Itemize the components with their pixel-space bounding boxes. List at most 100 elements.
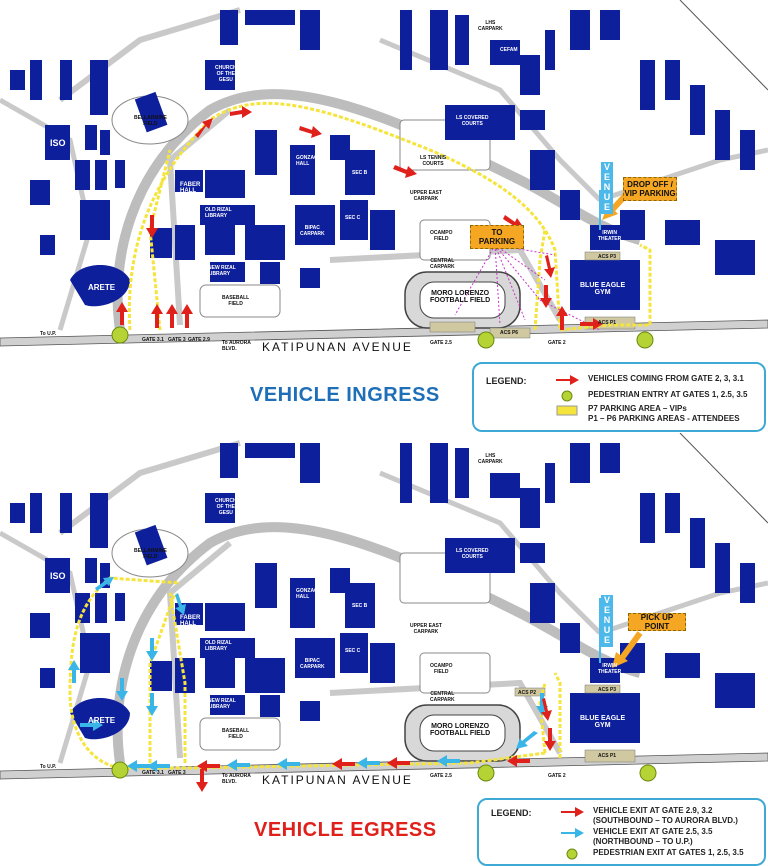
red-arrow-icon bbox=[580, 318, 603, 330]
central-carpark-label: CENTRAL CARPARK bbox=[430, 258, 455, 270]
blue-arrow-icon bbox=[68, 660, 80, 683]
gonzaga-label: GONZAGA HALL bbox=[296, 155, 322, 167]
upper-east-label: UPPER EAST CARPARK bbox=[410, 623, 442, 635]
legend-heading: LEGEND: bbox=[486, 376, 527, 386]
lhs-carpark-label: LHS CARPARK bbox=[478, 20, 503, 32]
parking-pointers bbox=[454, 244, 601, 331]
campus-base-map bbox=[0, 433, 768, 866]
faber-hall-label: FABER HALL bbox=[180, 182, 201, 194]
dropoff-callout: DROP OFF / VIP PARKING bbox=[623, 177, 677, 201]
legend-item-text: VEHICLE EXIT AT GATE 2.9, 3.2 (SOUTHBOUN… bbox=[593, 806, 738, 825]
cefam-label: CEFAM bbox=[500, 47, 518, 53]
gate-label: GATE 3.1 bbox=[142, 770, 164, 776]
old-rizal-label: OLD RIZAL LIBRARY bbox=[205, 207, 232, 219]
church-label: CHURCH OF THE GESU bbox=[215, 498, 237, 516]
campus-buildings bbox=[10, 443, 755, 743]
to-aurora-label: To AURORA BLVD. bbox=[222, 773, 251, 785]
campus-buildings bbox=[10, 10, 755, 310]
football-field-label: MORO LORENZO FOOTBALL FIELD bbox=[430, 723, 491, 737]
red-arrow-icon bbox=[299, 126, 322, 138]
blue-arrow-icon bbox=[516, 731, 538, 749]
new-rizal-label: NEW RIZAL LIBRARY bbox=[208, 698, 236, 710]
gate-label: GATE 2.5 bbox=[430, 773, 452, 779]
blue-arrow-icon bbox=[116, 678, 128, 701]
blue-arrow-icon bbox=[175, 593, 186, 615]
legend-item: P7 PARKING AREA – VIPs P1 – P6 PARKING A… bbox=[554, 404, 740, 424]
legend-item-text: PEDESTRIAN ENTRY AT GATES 1, 2.5, 3.5 bbox=[588, 390, 748, 399]
sec-c-label: SEC C bbox=[345, 215, 361, 221]
gate-label: GATE 3 bbox=[168, 337, 186, 343]
blue-arrow-icon bbox=[95, 577, 114, 591]
legend-item-text: P7 PARKING AREA – VIPs P1 – P6 PARKING A… bbox=[588, 404, 740, 423]
upper-east-label: UPPER EAST CARPARK bbox=[410, 190, 442, 202]
gate-label: GATE 3 bbox=[168, 770, 186, 776]
red-arrow-icon bbox=[195, 118, 213, 138]
old-rizal-label: OLD RIZAL LIBRARY bbox=[205, 640, 232, 652]
legend-item-text: VEHICLE EXIT AT GATE 2.5, 3.5 (NORTHBOUN… bbox=[593, 827, 713, 846]
blue-arrow-icon bbox=[146, 693, 158, 716]
red-arrow-icon bbox=[540, 285, 552, 308]
arete-label: ARETE bbox=[88, 283, 116, 292]
legend-heading: LEGEND: bbox=[491, 808, 532, 818]
pickup-callout: PICK UP POINT bbox=[628, 613, 686, 631]
ingress-map bbox=[0, 0, 768, 349]
parking-areas bbox=[514, 684, 636, 763]
red-arrow-icon bbox=[166, 304, 178, 328]
blue-arrow-icon bbox=[437, 755, 460, 767]
bellarmine-label: BELLARMINE FIELD bbox=[134, 115, 167, 127]
katipunan-avenue-label: KATIPUNAN AVENUE bbox=[262, 773, 413, 787]
red-arrow-icon bbox=[196, 769, 208, 792]
egress-legend: LEGEND: VEHICLE EXIT AT GATE 2.9, 3.2 (S… bbox=[477, 798, 766, 866]
southbound-arrows bbox=[196, 698, 556, 792]
blue-arrow-icon bbox=[277, 758, 300, 770]
new-rizal-label: NEW RIZAL LIBRARY bbox=[208, 265, 236, 277]
blue-arrow-icon bbox=[80, 719, 103, 731]
ocampo-label: OCAMPO FIELD bbox=[430, 663, 453, 675]
to-up-label: To U.P. bbox=[40, 331, 57, 337]
blue-arrow-icon bbox=[561, 828, 584, 838]
katipunan-avenue-label: KATIPUNAN AVENUE bbox=[262, 340, 413, 354]
lhs-carpark-label: LHS CARPARK bbox=[478, 453, 503, 465]
gate-label: GATE 2.5 bbox=[430, 340, 452, 346]
red-arrow-icon bbox=[230, 106, 252, 118]
blue-arrow-icon bbox=[147, 760, 170, 772]
legend-item: PEDESTRIAN EXIT AT GATES 1, 2.5, 3.5 bbox=[559, 848, 744, 860]
iso-label: ISO bbox=[50, 138, 66, 148]
blue-eagle-gym-label: BLUE EAGLE GYM bbox=[580, 715, 626, 729]
blue-arrow-icon bbox=[227, 759, 250, 771]
red-arrow-icon bbox=[544, 728, 556, 751]
blue-arrow-icon bbox=[357, 757, 380, 769]
blue-eagle-gym-label: BLUE EAGLE GYM bbox=[580, 282, 626, 296]
ls-tennis-label: LS TENNIS COURTS bbox=[420, 155, 447, 167]
red-arrow-icon bbox=[393, 165, 417, 178]
green-circle-icon bbox=[477, 764, 495, 782]
bipac-label: BIPAC CARPARK bbox=[300, 658, 325, 670]
katipunan-road bbox=[0, 319, 768, 347]
legend-item: VEHICLE EXIT AT GATE 2.9, 3.2 (SOUTHBOUN… bbox=[559, 806, 738, 826]
central-carpark-label: CENTRAL CARPARK bbox=[430, 691, 455, 703]
red-arrow-icon bbox=[541, 698, 552, 721]
sec-b-label: SEC B bbox=[352, 170, 368, 176]
egress-map-panel: FABER HALL OLD RIZAL LIBRARY NEW RIZAL L… bbox=[0, 433, 768, 866]
legend-item-text: PEDESTRIAN EXIT AT GATES 1, 2.5, 3.5 bbox=[593, 848, 744, 857]
green-circle-icon bbox=[639, 764, 657, 782]
parking-label: ACS P1 bbox=[598, 320, 617, 326]
red-arrow-icon bbox=[556, 375, 579, 385]
pedestrian-gates bbox=[111, 326, 654, 349]
gate-label: GATE 2.9 bbox=[188, 337, 210, 343]
green-circle-icon bbox=[636, 331, 654, 349]
red-arrow-icon bbox=[151, 304, 163, 328]
sec-b-label: SEC B bbox=[352, 603, 368, 609]
legend-item: VEHICLES COMING FROM GATE 2, 3, 3.1 bbox=[554, 374, 744, 386]
baseball-field bbox=[199, 284, 281, 318]
red-arrow-icon bbox=[507, 755, 530, 767]
red-arrow-icon bbox=[556, 306, 568, 330]
green-circle-icon bbox=[561, 390, 573, 402]
green-circle-icon bbox=[477, 331, 495, 349]
parking-label: ACS P3 bbox=[598, 254, 617, 260]
to-up-label: To U.P. bbox=[40, 764, 57, 770]
to-aurora-label: To AURORA BLVD. bbox=[222, 340, 251, 352]
parking-label: ACS P1 bbox=[598, 753, 617, 759]
